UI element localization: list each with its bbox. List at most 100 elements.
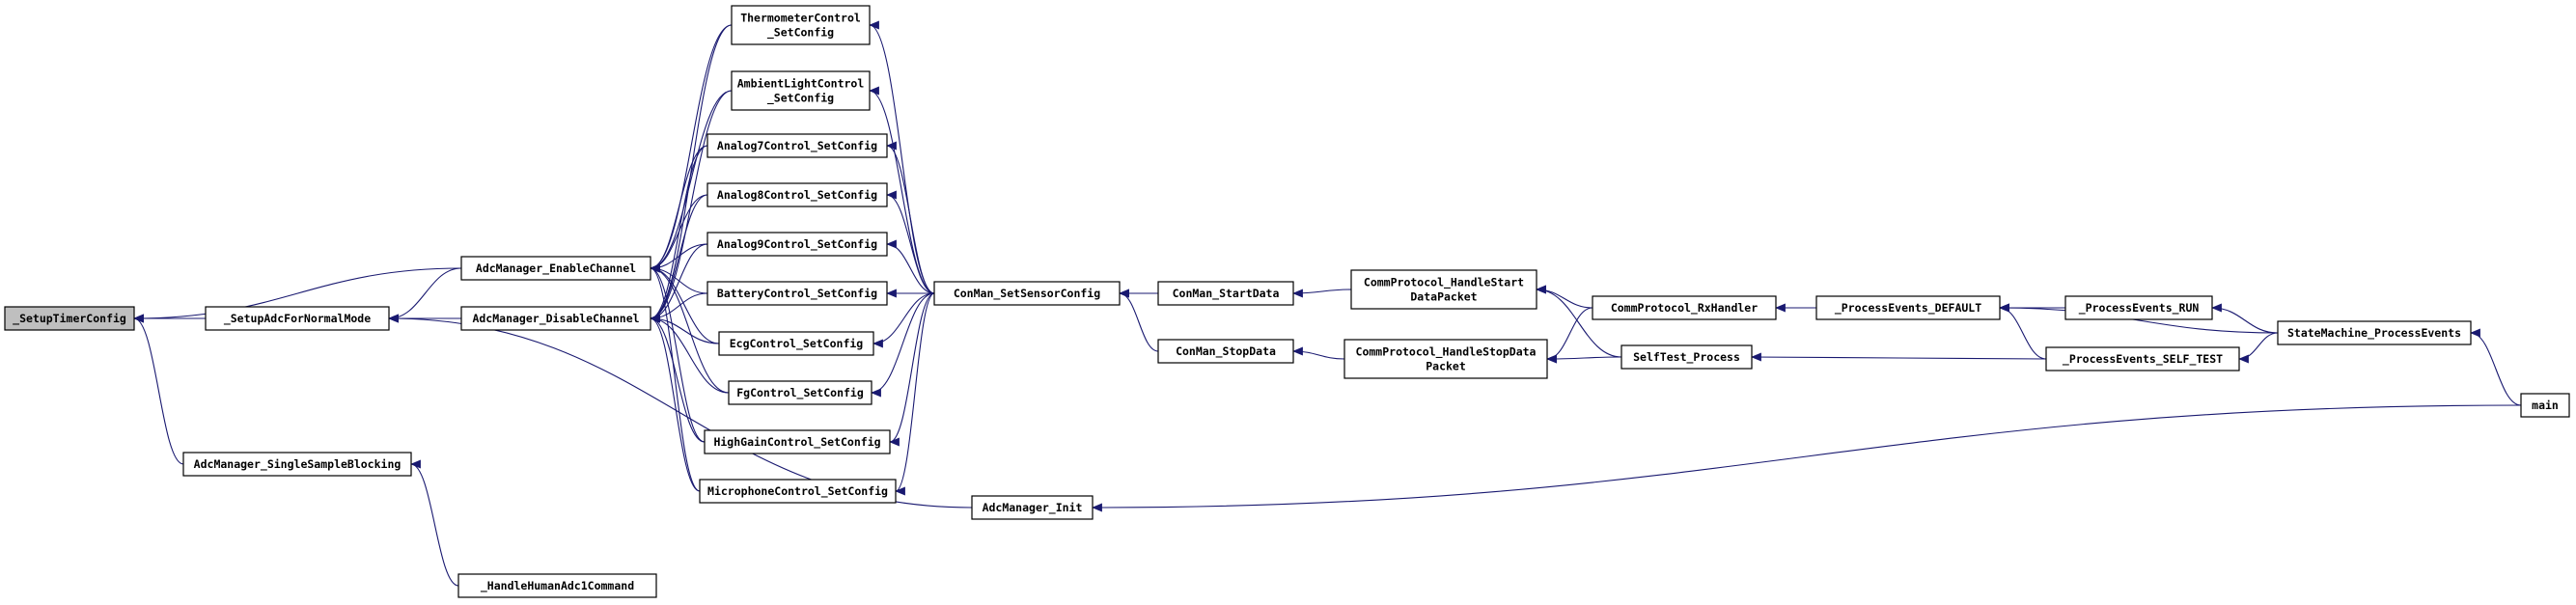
node-mic[interactable]: MicrophoneControl_SetConfig [699, 479, 897, 504]
node-setupAdc[interactable]: _SetupAdcForNormalMode [205, 306, 390, 331]
node-box [460, 256, 651, 281]
node-box [460, 306, 651, 331]
node-box [2520, 393, 2570, 418]
node-label: AdcManager_EnableChannel [476, 261, 636, 276]
node-label: _HandleHumanAdc1Command [481, 579, 634, 593]
node-ambient[interactable]: AmbientLightControl_SetConfig [731, 70, 871, 111]
edge-enable-to-root [133, 267, 462, 323]
node-label: CommProtocol_HandleStopData [1356, 345, 1537, 360]
node-box [1343, 339, 1548, 379]
edge-mic-to-enable [650, 263, 701, 492]
edge-sm-to-pdefault [1999, 303, 2279, 334]
nodes-layer: _SetupTimerConfig_SetupAdcForNormalModeA… [4, 5, 2570, 598]
edge-hstart-to-start [1292, 289, 1352, 298]
node-humanAdc[interactable]: _HandleHumanAdc1Command [457, 573, 657, 598]
edge-selftest-to-hstop [1546, 354, 1622, 364]
edge-analog7-to-disable [650, 145, 708, 323]
node-label: AdcManager_DisableChannel [472, 312, 639, 326]
node-label: _ProcessEvents_DEFAULT [1835, 301, 1981, 316]
node-label: main [2532, 399, 2559, 412]
node-main[interactable]: main [2520, 393, 2570, 418]
node-battery[interactable]: BatteryControl_SetConfig [706, 281, 888, 306]
node-box [731, 5, 871, 45]
node-label: Analog9Control_SetConfig [717, 237, 877, 252]
node-box [1157, 281, 1294, 306]
node-rx[interactable]: CommProtocol_RxHandler [1592, 295, 1777, 320]
edge-analog8-to-disable [650, 194, 708, 323]
node-analog7[interactable]: Analog7Control_SetConfig [706, 133, 888, 158]
node-box [706, 182, 888, 207]
node-label: HighGainControl_SetConfig [713, 435, 880, 450]
node-label: BatteryControl_SetConfig [717, 287, 877, 301]
edge-sm-to-pself [2238, 332, 2279, 364]
node-start[interactable]: ConMan_StartData [1157, 281, 1294, 306]
node-box [699, 479, 897, 504]
node-fg[interactable]: FgControl_SetConfig [728, 380, 873, 405]
node-box [704, 429, 891, 454]
node-box [706, 133, 888, 158]
node-box [1350, 269, 1537, 310]
node-label: _SetConfig [767, 92, 834, 106]
node-singleSample[interactable]: AdcManager_SingleSampleBlocking [182, 452, 412, 477]
node-sensor[interactable]: ConMan_SetSensorConfig [933, 281, 1121, 306]
node-ecg[interactable]: EcgControl_SetConfig [718, 331, 874, 356]
node-enable[interactable]: AdcManager_EnableChannel [460, 256, 651, 281]
node-label: _SetupTimerConfig [13, 312, 126, 326]
node-root[interactable]: _SetupTimerConfig [4, 306, 135, 331]
node-analog9[interactable]: Analog9Control_SetConfig [706, 232, 888, 257]
node-box [731, 70, 871, 111]
edge-singleSample-to-root [133, 314, 184, 465]
node-analog8[interactable]: Analog8Control_SetConfig [706, 182, 888, 207]
node-label: FgControl_SetConfig [736, 386, 864, 400]
edge-ecg-to-disable [650, 314, 720, 344]
edge-sensor-to-mic [895, 292, 935, 496]
node-label: ThermometerControl [740, 12, 861, 25]
node-label: Analog7Control_SetConfig [717, 139, 877, 153]
node-stop[interactable]: ConMan_StopData [1157, 339, 1294, 364]
node-label: _SetupAdcForNormalMode [224, 312, 371, 326]
node-label: ConMan_StartData [1173, 287, 1280, 301]
edge-enable-to-setupAdc [388, 267, 462, 323]
node-sm[interactable]: StateMachine_ProcessEvents [2277, 320, 2472, 345]
edge-battery-to-disable [650, 292, 708, 323]
node-label: _ProcessEvents_SELF_TEST [2063, 352, 2223, 367]
node-box [457, 573, 657, 598]
node-thermo[interactable]: ThermometerControl_SetConfig [731, 5, 871, 45]
edge-thermo-to-disable [650, 24, 733, 323]
node-prun[interactable]: _ProcessEvents_RUN [2064, 295, 2213, 320]
node-label: CommProtocol_HandleStart [1364, 276, 1524, 290]
edge-sensor-to-highgain [889, 292, 935, 447]
node-pself[interactable]: _ProcessEvents_SELF_TEST [2045, 346, 2240, 371]
node-label: _ProcessEvents_RUN [2079, 301, 2200, 316]
node-highgain[interactable]: HighGainControl_SetConfig [704, 429, 891, 454]
node-label: ConMan_SetSensorConfig [954, 287, 1100, 301]
edges-layer [133, 20, 2522, 587]
edge-sm-to-prun [2211, 303, 2279, 334]
node-label: MicrophoneControl_SetConfig [707, 484, 888, 499]
node-selftest[interactable]: SelfTest_Process [1620, 344, 1753, 370]
edge-stop-to-sensor [1119, 289, 1159, 352]
node-init[interactable]: AdcManager_Init [971, 495, 1094, 520]
node-label: SelfTest_Process [1633, 350, 1740, 365]
node-label: _SetConfig [767, 26, 834, 41]
node-box [971, 495, 1094, 520]
node-box [706, 232, 888, 257]
node-box [4, 306, 135, 331]
node-box [2045, 346, 2240, 371]
edge-sensor-to-fg [871, 292, 935, 398]
node-disable[interactable]: AdcManager_DisableChannel [460, 306, 651, 331]
node-pdefault[interactable]: _ProcessEvents_DEFAULT [1815, 295, 2001, 320]
node-box [706, 281, 888, 306]
edge-rx-to-hstart [1536, 285, 1593, 309]
node-box [182, 452, 412, 477]
node-label: AmbientLightControl [737, 77, 865, 91]
node-box [2064, 295, 2213, 320]
node-box [718, 331, 874, 356]
edge-fg-to-enable [650, 263, 730, 394]
edge-humanAdc-to-singleSample [410, 459, 459, 587]
node-box [1592, 295, 1777, 320]
edge-highgain-to-disable [650, 314, 706, 443]
